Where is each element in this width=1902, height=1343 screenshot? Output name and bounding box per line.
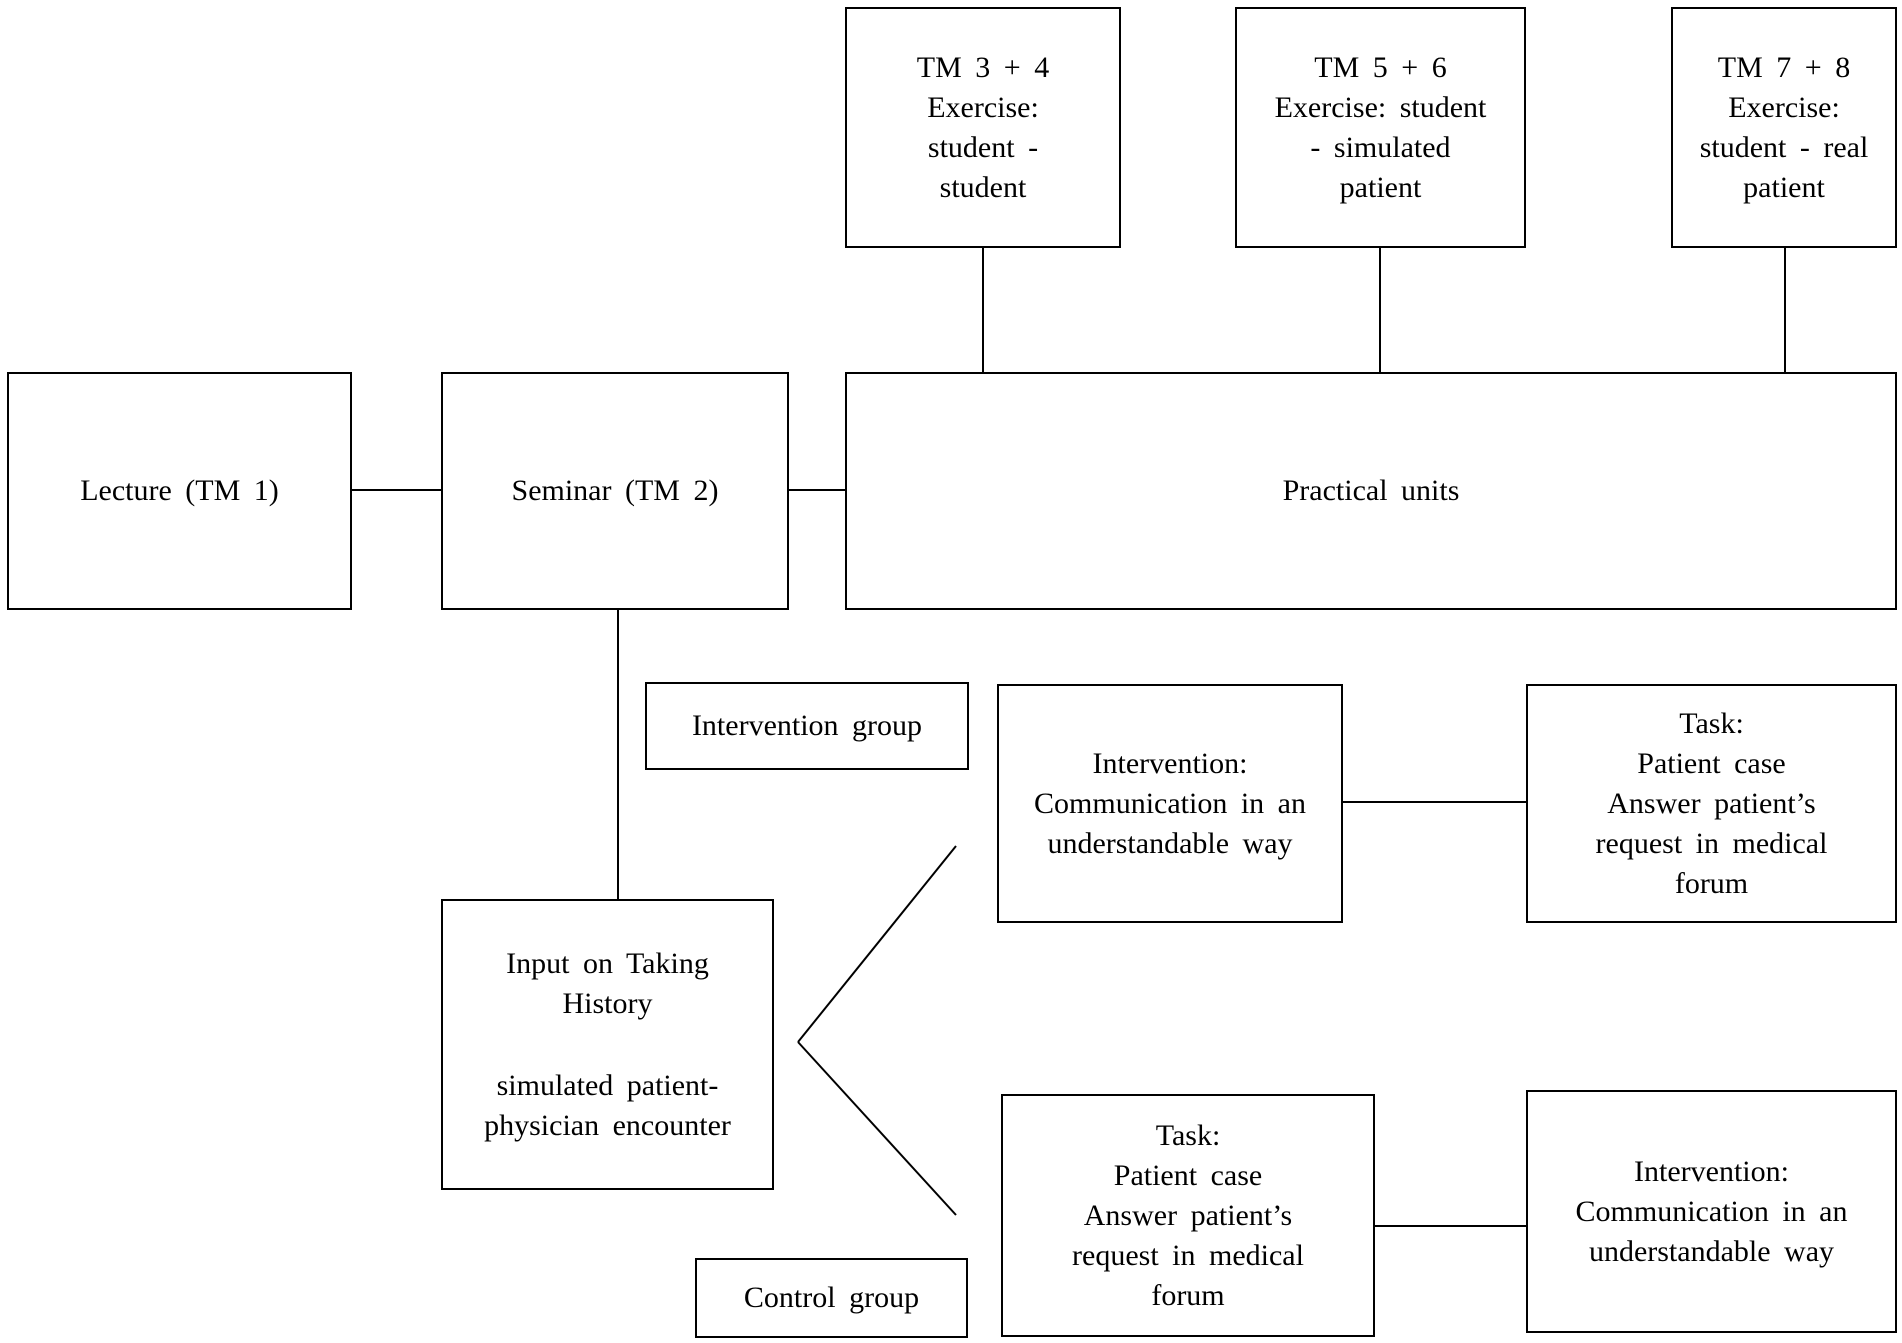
tm34-line-4: student: [939, 170, 1027, 204]
lecture-label: Lecture (TM 1): [80, 474, 279, 507]
practical-units-box: Practical units: [845, 372, 1897, 610]
control-group-label: Control group: [743, 1281, 920, 1314]
branch-line-intervention: [797, 845, 957, 1043]
intervention-group-task-box: Task: Patient case Answer patient’s requ…: [1526, 684, 1897, 923]
ig-task-line-3: Answer patient’s: [1607, 786, 1816, 820]
practical-units-label: Practical units: [1282, 474, 1460, 507]
input-line-2: History: [562, 986, 653, 1020]
cg-intervention-line-2: Communication in an: [1575, 1194, 1848, 1228]
cg-task-line-4: request in medical: [1072, 1238, 1304, 1272]
tm78-line-2: Exercise:: [1728, 90, 1840, 124]
tm78-line-3: student - real: [1699, 130, 1869, 164]
input-line-1: Input on Taking: [506, 946, 709, 980]
control-group-intervention-box: Intervention: Communication in an unders…: [1526, 1090, 1897, 1333]
tm56-line-4: patient: [1339, 170, 1422, 204]
tm34-line-3: student -: [927, 130, 1039, 164]
cg-task-line-1: Task:: [1155, 1118, 1221, 1152]
intervention-group-intervention-box: Intervention: Communication in an unders…: [997, 684, 1343, 923]
control-group-task-box: Task: Patient case Answer patient’s requ…: [1001, 1094, 1375, 1337]
ig-task-line-1: Task:: [1679, 706, 1744, 740]
intervention-group-label: Intervention group: [691, 709, 923, 742]
intervention-group-label-box: Intervention group: [645, 682, 969, 770]
cg-task-line-3: Answer patient’s: [1083, 1198, 1293, 1232]
tm56-box: TM 5 + 6 Exercise: student - simulated p…: [1235, 7, 1526, 248]
ig-task-line-4: request in medical: [1595, 826, 1828, 860]
ig-task-line-2: Patient case: [1637, 746, 1786, 780]
cg-intervention-line-3: understandable way: [1588, 1234, 1835, 1268]
tm78-box: TM 7 + 8 Exercise: student - real patien…: [1671, 7, 1897, 248]
ig-intervention-line-3: understandable way: [1047, 826, 1293, 860]
tm34-box: TM 3 + 4 Exercise: student - student: [845, 7, 1121, 248]
input-taking-history-box: Input on Taking History simulated patien…: [441, 899, 774, 1190]
control-group-label-box: Control group: [695, 1258, 968, 1338]
seminar-label: Seminar (TM 2): [511, 474, 719, 507]
lecture-box: Lecture (TM 1): [7, 372, 352, 610]
input-line-3: simulated patient-: [496, 1068, 719, 1102]
tm56-line-1: TM 5 + 6: [1314, 50, 1447, 84]
tm34-line-1: TM 3 + 4: [916, 50, 1050, 84]
tm34-line-2: Exercise:: [927, 90, 1039, 124]
cg-task-line-5: forum: [1151, 1278, 1225, 1312]
tm56-line-2: Exercise: student: [1274, 90, 1487, 124]
tm78-line-4: patient: [1743, 170, 1825, 204]
ig-task-line-5: forum: [1674, 866, 1749, 900]
ig-intervention-line-2: Communication in an: [1034, 786, 1306, 820]
cg-task-line-2: Patient case: [1113, 1158, 1263, 1192]
tm56-line-3: - simulated: [1310, 130, 1451, 164]
branch-line-control: [797, 1041, 957, 1216]
ig-intervention-line-1: Intervention:: [1092, 746, 1248, 780]
tm78-line-1: TM 7 + 8: [1717, 50, 1851, 84]
seminar-box: Seminar (TM 2): [441, 372, 789, 610]
cg-intervention-line-1: Intervention:: [1634, 1154, 1789, 1188]
input-line-4: physician encounter: [484, 1108, 731, 1142]
